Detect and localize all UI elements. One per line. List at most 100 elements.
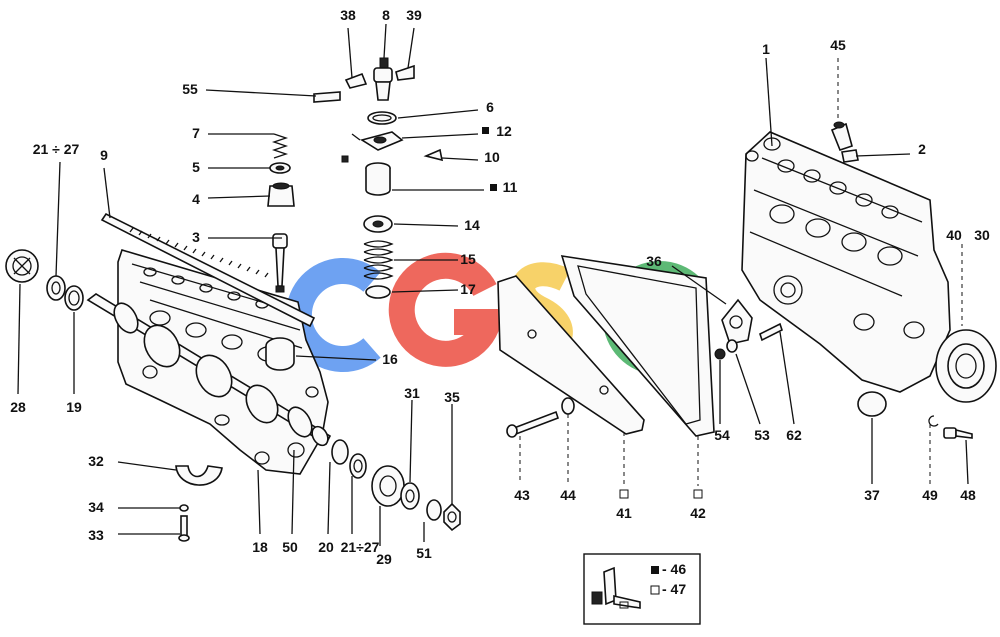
ring-17	[365, 285, 391, 299]
bolt-43	[506, 410, 560, 438]
label-20: 20	[318, 539, 334, 555]
seal-28	[5, 249, 39, 283]
label-4: 4	[192, 191, 200, 207]
label-5: 5	[192, 159, 200, 175]
washer-21-27a	[46, 275, 66, 301]
label-28: 28	[10, 399, 26, 415]
washer-53	[726, 339, 738, 353]
tappet-16	[265, 337, 295, 371]
half-shell-32	[175, 465, 223, 486]
label-32: 32	[88, 453, 104, 469]
washer-44	[561, 397, 575, 415]
label-53: 53	[754, 427, 770, 443]
label-43: 43	[514, 487, 530, 503]
label-45: 45	[830, 37, 846, 53]
label-33: 33	[88, 527, 104, 543]
spring-15	[363, 240, 394, 280]
ring-19	[64, 285, 84, 311]
label-8: 8	[382, 7, 390, 23]
nut-54	[714, 348, 726, 360]
watermark-c1	[285, 258, 381, 372]
ring-20	[331, 439, 349, 465]
label-29: 29	[376, 551, 392, 567]
leader-lines	[17, 23, 969, 546]
label-14: 14	[464, 217, 480, 233]
label-34: 34	[88, 499, 104, 515]
bearing-29	[371, 465, 405, 507]
label-62: 62	[786, 427, 802, 443]
label-19: 19	[66, 399, 82, 415]
label-30: 30	[974, 227, 990, 243]
pin-10	[423, 148, 444, 162]
label-48: 48	[960, 487, 976, 503]
label-7: 7	[192, 125, 200, 141]
guide-39	[395, 64, 415, 81]
plate-36	[721, 298, 753, 345]
label-18: 18	[252, 539, 268, 555]
label-44: 44	[560, 487, 576, 503]
label-35: 35	[444, 389, 460, 405]
clamp-12	[341, 131, 404, 163]
label-9: 9	[100, 147, 108, 163]
delivery-valve-8	[373, 57, 393, 101]
label-38: 38	[340, 7, 356, 23]
spring-7	[271, 133, 289, 159]
washer-49	[928, 415, 939, 427]
label-17: 17	[460, 281, 476, 297]
label-41: 41	[616, 505, 632, 521]
nut-35	[443, 502, 461, 532]
label-11-marker	[490, 184, 497, 191]
washer-5	[269, 162, 291, 174]
label-55: 55	[182, 81, 198, 97]
label-49: 49	[922, 487, 938, 503]
washer-31	[400, 482, 420, 510]
label-42: 42	[690, 505, 706, 521]
spring-seat-4	[267, 182, 295, 207]
label-16: 16	[382, 351, 398, 367]
label-15: 15	[460, 251, 476, 267]
legend-box: - 46 - 47	[583, 553, 701, 625]
label-11: 11	[503, 179, 518, 195]
legend-open-marker	[650, 585, 660, 595]
fitting-45	[830, 121, 853, 151]
control-rack	[100, 212, 316, 328]
label-6: 6	[486, 99, 494, 115]
label-50: 50	[282, 539, 298, 555]
bolt-33	[178, 515, 190, 542]
legend-item-47: - 47	[662, 581, 686, 597]
o-ring-6	[367, 111, 397, 125]
label-12: 12	[496, 123, 512, 139]
label-39: 39	[406, 7, 422, 23]
ring-21-27b	[349, 453, 367, 479]
gasket-42	[560, 255, 715, 437]
legend-item-46: - 46	[662, 561, 686, 577]
guide-38	[344, 72, 368, 89]
camshaft	[86, 293, 332, 447]
spring-seat-14	[363, 215, 393, 233]
flange-40	[935, 329, 997, 403]
label-41-marker	[619, 489, 629, 499]
pin-55	[313, 91, 341, 103]
label-54: 54	[714, 427, 730, 443]
screw-2	[841, 149, 859, 163]
washer-51	[426, 499, 442, 521]
part-labels: 1 45 2 40 30 38 8 39 55 6 12 10 11 14 15…	[10, 7, 990, 567]
cover-plate-41	[497, 275, 645, 435]
label-40: 40	[946, 227, 962, 243]
pump-housing-right	[741, 131, 951, 393]
washer-34	[179, 504, 189, 512]
label-21-27-bottom: 21÷27	[341, 539, 380, 555]
plunger-3	[272, 233, 288, 293]
label-1: 1	[762, 41, 770, 57]
label-3: 3	[192, 229, 200, 245]
plug-37	[857, 391, 887, 417]
label-10: 10	[484, 149, 500, 165]
bolt-48	[943, 427, 973, 439]
label-31: 31	[404, 385, 420, 401]
label-37: 37	[864, 487, 880, 503]
label-42-marker	[693, 489, 703, 499]
label-12-marker	[482, 127, 489, 134]
label-21-27-top: 21 ÷ 27	[33, 141, 80, 157]
barrel-11	[365, 162, 391, 196]
